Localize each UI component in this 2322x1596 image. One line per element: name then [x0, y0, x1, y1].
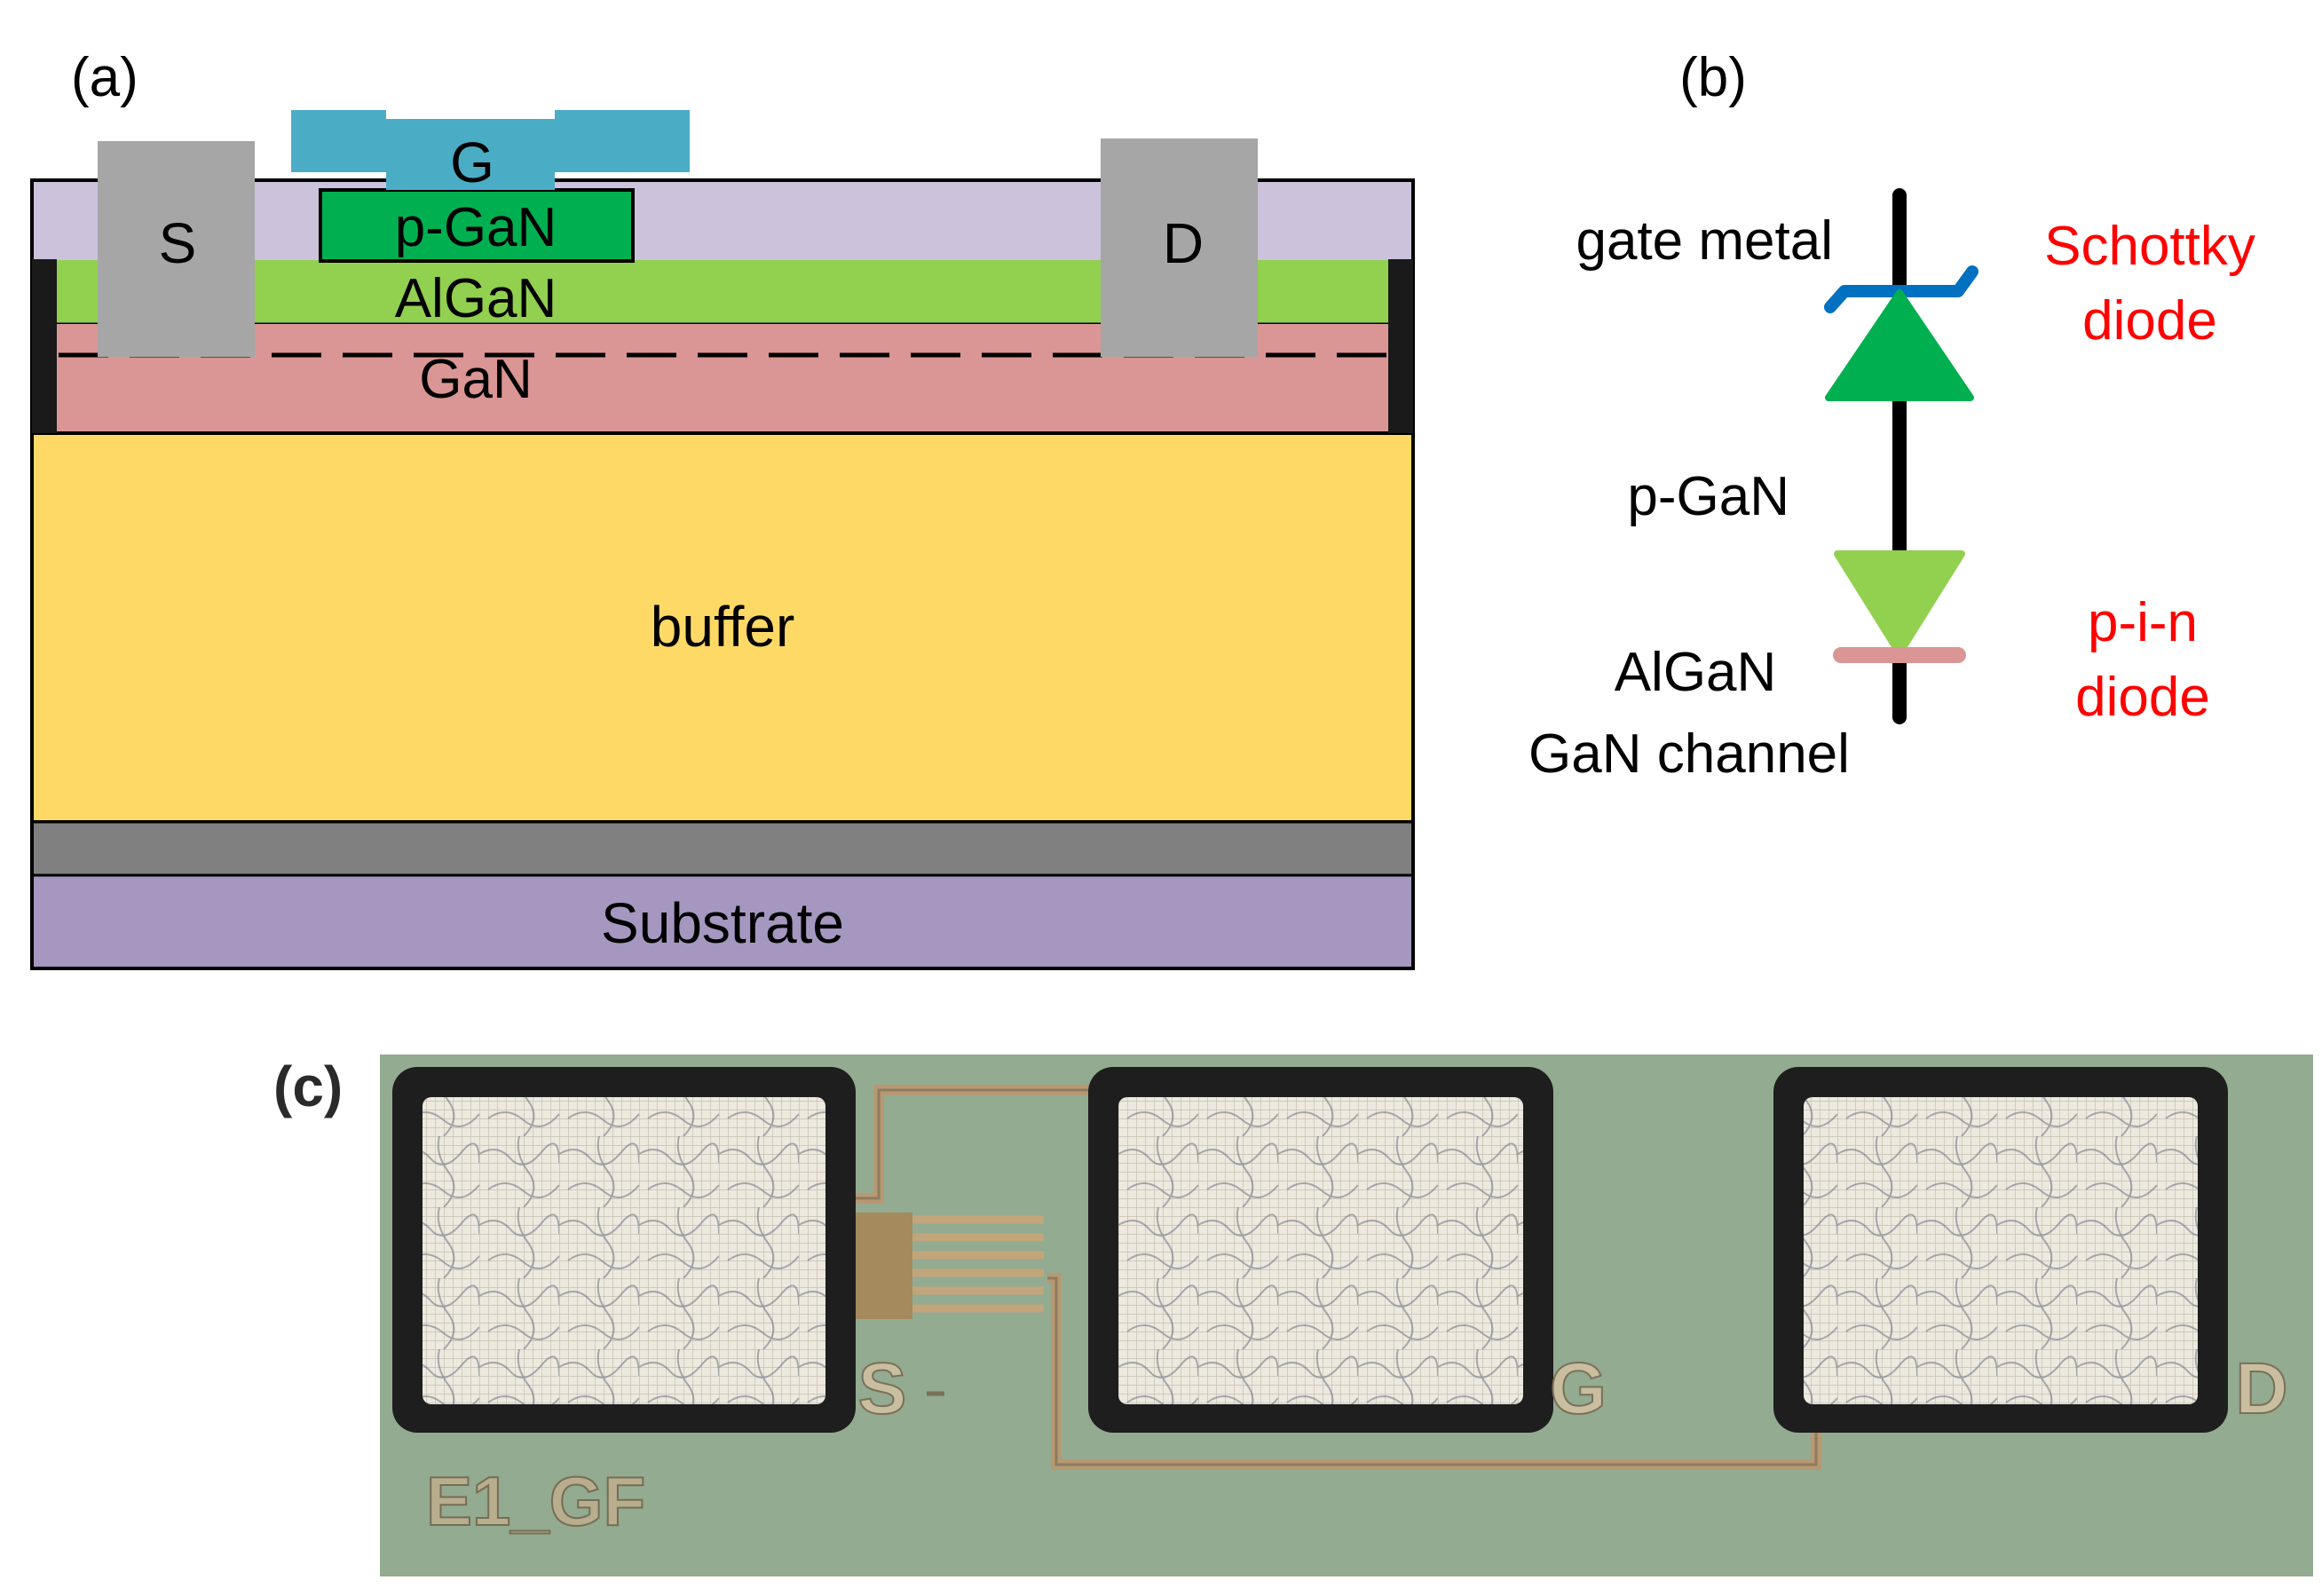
- panel-a-label: (a): [71, 47, 138, 108]
- buffer-layer: [30, 431, 1415, 824]
- drain-contact: [1101, 138, 1258, 357]
- pad-label-g: G: [1550, 1348, 1607, 1429]
- panel-c-label: (c): [273, 1055, 343, 1118]
- substrate-label: Substrate: [601, 891, 844, 955]
- algan-label: AlGaN: [395, 268, 557, 329]
- panel-c: (c): [273, 1055, 2313, 1576]
- substrate-layer: [30, 873, 1415, 970]
- device-fingers: [912, 1215, 1044, 1313]
- algan-circuit-label: AlGaN: [1615, 642, 1777, 703]
- drain-label: D: [1163, 211, 1204, 275]
- nucleation-layer: [30, 820, 1415, 877]
- buffer-label: buffer: [651, 595, 795, 659]
- pin-diode-symbol: [1834, 550, 1965, 657]
- pgan-circuit-label: p-GaN: [1627, 466, 1789, 527]
- panel-a: (a) S G D p-GaN AlGaN GaN b: [30, 47, 1415, 970]
- schottky-label-line1: Schottky: [2044, 216, 2255, 277]
- isolation-right: [1388, 259, 1413, 433]
- pad-gate: [1088, 1067, 1553, 1433]
- schottky-label-line2: diode: [2082, 290, 2217, 352]
- source-contact: [98, 141, 255, 357]
- pad-label-s: S: [858, 1348, 907, 1429]
- pin-label-line2: diode: [2075, 667, 2210, 728]
- device-finger-base: [850, 1213, 912, 1319]
- pad-drain: [1773, 1067, 2228, 1433]
- pad-label-d: D: [2235, 1348, 2287, 1429]
- panel-b: (b) gate metal p-GaN AlGaN GaN channel S…: [1528, 47, 2255, 785]
- gate-label: G: [450, 130, 494, 194]
- source-label: S: [159, 211, 197, 275]
- gan-channel-label: GaN channel: [1528, 723, 1850, 785]
- gate-metal: [291, 110, 690, 190]
- schottky-diode-symbol: [1825, 289, 1974, 401]
- chip-id-label: E1_GF: [426, 1462, 645, 1540]
- gate-metal-label: gate metal: [1576, 210, 1833, 272]
- gan-label: GaN: [419, 349, 532, 410]
- stack-outline: [30, 178, 1415, 970]
- pin-label-line1: p-i-n: [2088, 592, 2198, 653]
- pgan-label: p-GaN: [395, 197, 557, 258]
- panel-b-label: (b): [1679, 47, 1747, 108]
- isolation-left: [32, 259, 57, 433]
- pad-source: [392, 1067, 856, 1433]
